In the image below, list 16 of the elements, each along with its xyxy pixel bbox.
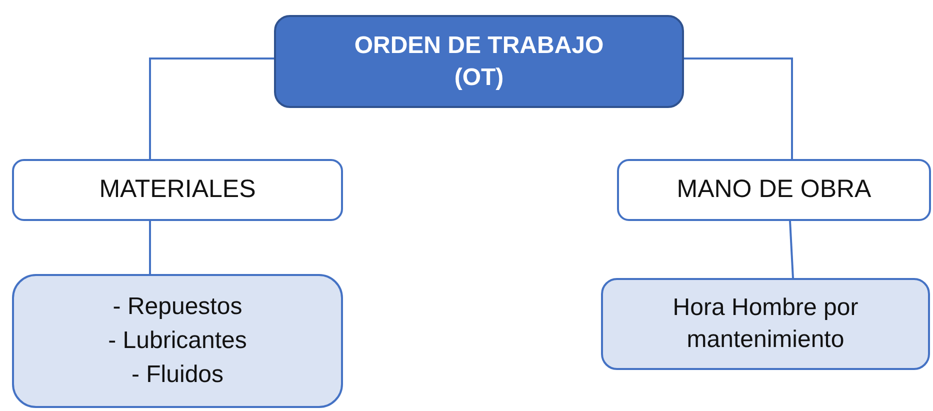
connector-line xyxy=(149,221,151,274)
node-label: ORDEN DE TRABAJO (OT) xyxy=(353,30,605,92)
connector-line xyxy=(149,58,274,159)
node-label: MATERIALES xyxy=(99,174,256,206)
detail-box xyxy=(601,278,930,370)
node-label: - Lubricantes xyxy=(108,326,247,356)
detail-box xyxy=(12,274,343,408)
connector-line xyxy=(789,220,794,278)
node-label: MANO DE OBRA xyxy=(676,174,872,206)
connector-line xyxy=(684,58,793,159)
node-label: Hora Hombre por mantenimiento xyxy=(672,293,860,355)
node-label: - Fluidos xyxy=(131,360,224,390)
category-box xyxy=(617,159,931,221)
node-label: - Repuestos xyxy=(112,292,242,322)
category-box xyxy=(12,159,343,221)
title-box xyxy=(274,15,684,108)
